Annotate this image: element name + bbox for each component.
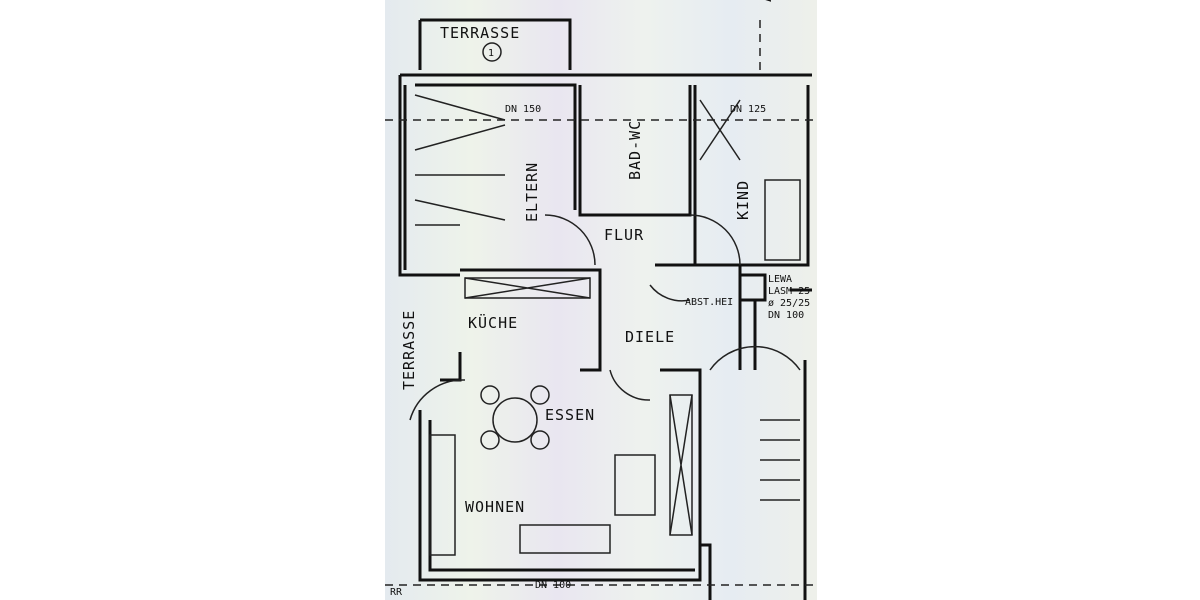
marker-number: 1	[488, 48, 494, 59]
room-label-terrasse-top: TERRASSE	[440, 24, 520, 42]
annotation-diameter: ø 25/25	[768, 298, 810, 309]
room-label-bad-wc: BAD-WC	[626, 120, 644, 180]
annotation-lasm: LASM 25	[768, 286, 810, 297]
annotation-dn150: DN 150	[505, 104, 541, 115]
section-marker: A	[757, 0, 775, 2]
annotation-dn100-right: DN 100	[768, 310, 804, 321]
marker-circle	[482, 42, 502, 62]
fixtures	[385, 20, 815, 586]
room-label-wohnen: WOHNEN	[465, 498, 525, 516]
annotation-lewa: LEWA	[768, 274, 792, 285]
room-label-kind: KIND	[734, 180, 752, 220]
annotation-rr: RR	[390, 587, 403, 598]
room-label-flur: FLUR	[604, 226, 644, 244]
room-label-kueche: KÜCHE	[468, 313, 518, 332]
room-label-terrasse-left: TERRASSE	[400, 310, 418, 390]
room-label-eltern: ELTERN	[523, 162, 541, 222]
room-label-essen: ESSEN	[545, 406, 595, 424]
annotation-dn125: DN 125	[730, 104, 766, 115]
annotation-dn100-bottom: DN 100	[535, 580, 571, 591]
room-label-diele: DIELE	[625, 328, 675, 346]
room-label-abst: ABST.HEI	[685, 297, 733, 308]
